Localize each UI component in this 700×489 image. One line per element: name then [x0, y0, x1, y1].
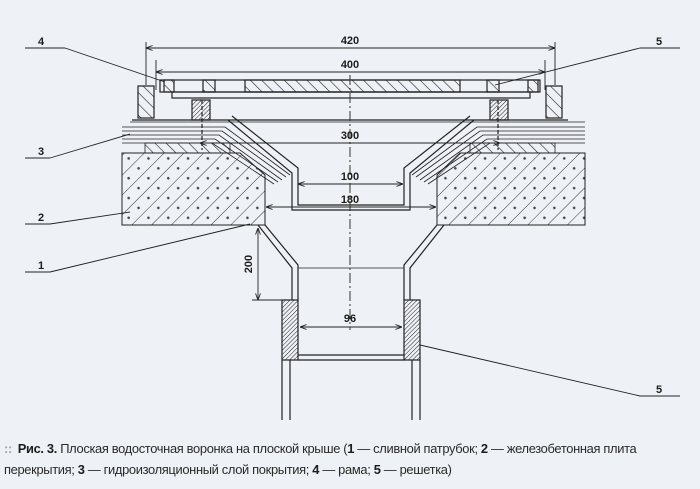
funnel-body — [227, 115, 475, 300]
item-num: 2 — [480, 441, 488, 456]
bullet-icon: :: — [4, 441, 12, 456]
dim-200: 200 — [243, 255, 255, 273]
caption-title: Плоская водосточная воронка на плоской к… — [60, 441, 348, 456]
item-text: — рама; — [319, 462, 374, 477]
item-num: 4 — [312, 462, 320, 477]
callout-3: 3 — [38, 146, 44, 158]
dim-100: 100 — [341, 171, 359, 183]
waterproofing-layer — [122, 121, 585, 185]
callout-labels: 4 5 3 2 1 5 — [38, 36, 662, 396]
figure-label: Рис. 3. — [17, 441, 58, 456]
drain-pipe — [281, 299, 421, 420]
callout-5-top: 5 — [656, 36, 662, 48]
figure-caption: ::Рис. 3. Плоская водосточная воронка на… — [4, 438, 677, 480]
item-num: 5 — [373, 462, 381, 477]
dimension-lines — [145, 42, 556, 327]
item-num: 1 — [347, 441, 355, 456]
callout-leaders — [25, 47, 680, 397]
item-text: — железобетонная плита перекрытия; — [4, 441, 637, 477]
item-num: 3 — [77, 462, 85, 477]
callout-1: 1 — [38, 260, 44, 272]
frame — [132, 85, 568, 150]
dim-400: 400 — [341, 59, 359, 71]
dimension-labels: 420 400 300 100 180 200 96 — [243, 35, 359, 325]
callout-4: 4 — [38, 36, 45, 48]
item-text: — решетка) — [380, 462, 452, 477]
concrete-slab — [121, 152, 586, 226]
dim-96: 96 — [344, 313, 356, 325]
dim-180: 180 — [341, 194, 359, 206]
dim-300: 300 — [341, 130, 359, 142]
callout-5-bottom: 5 — [656, 384, 662, 396]
callout-2: 2 — [38, 212, 44, 224]
roof-drain-drawing: 420 400 300 100 180 200 96 4 5 3 2 1 5 — [25, 35, 680, 420]
item-text: — гидроизоляционный слой покрытия; — [84, 462, 313, 477]
item-text: — сливной патрубок; — [354, 441, 481, 456]
dim-420: 420 — [341, 35, 359, 47]
